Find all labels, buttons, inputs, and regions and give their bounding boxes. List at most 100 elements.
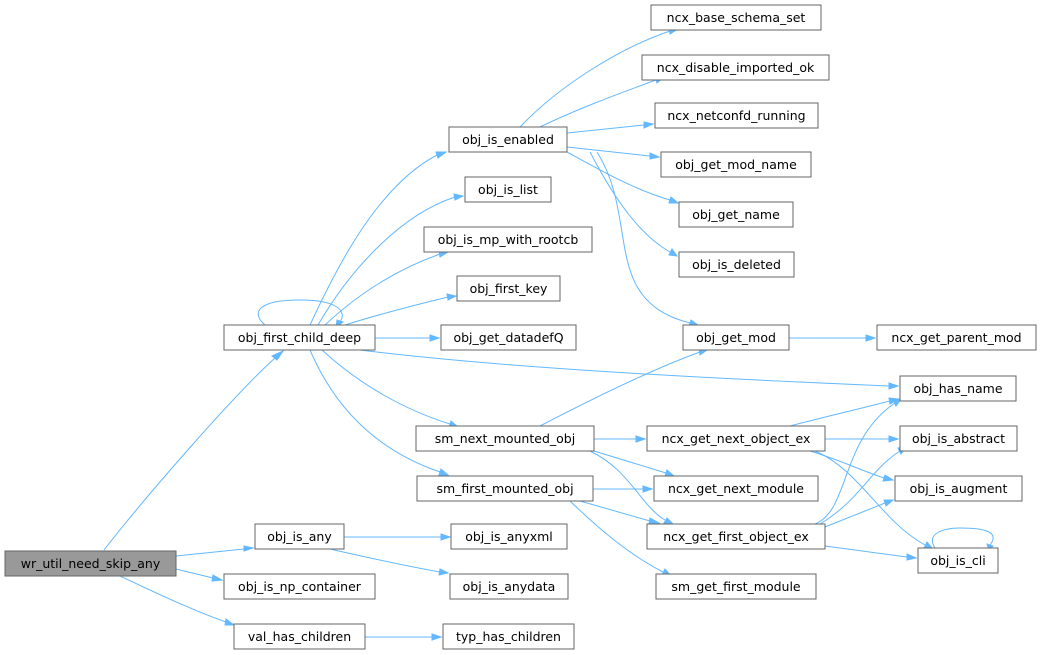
edge-obj-is-enabled-to-ncx-netconfd-running bbox=[566, 121, 655, 134]
edge-obj-first-child-deep-to-obj-is-list bbox=[317, 193, 465, 326]
node-box bbox=[646, 523, 826, 550]
node-ncx-get-next-object-ex[interactable]: ncx_get_next_object_ex bbox=[646, 425, 826, 452]
arrowhead bbox=[923, 541, 934, 549]
node-ncx-get-first-object-ex[interactable]: ncx_get_first_object_ex bbox=[646, 523, 826, 550]
node-ncx-base-schema-set[interactable]: ncx_base_schema_set bbox=[650, 4, 822, 31]
arrowhead bbox=[438, 468, 450, 476]
node-label: ncx_disable_imported_ok bbox=[657, 60, 815, 75]
arrowhead bbox=[224, 618, 236, 626]
node-ncx-netconfd-running[interactable]: ncx_netconfd_running bbox=[654, 102, 819, 129]
edge-sm-next-mounted-obj-to-ncx-get-next-module bbox=[593, 450, 676, 477]
node-obj-is-anydata[interactable]: obj_is_anydata bbox=[449, 573, 569, 600]
node-sm-get-first-module[interactable]: sm_get_first_module bbox=[655, 573, 817, 600]
edge-obj-is-enabled-to-obj-get-name bbox=[566, 151, 680, 204]
node-label: obj_first_child_deep bbox=[238, 330, 361, 345]
arrowhead bbox=[635, 435, 647, 443]
node-box bbox=[4, 550, 177, 577]
edge-wr-util-need-skip-any-to-obj-is-np-container bbox=[175, 568, 224, 582]
edge-ncx-get-next-object-ex-to-obj-is-augment bbox=[809, 450, 895, 482]
edge-wr-util-need-skip-any-to-val-has-children bbox=[119, 575, 236, 626]
edge-obj-first-child-deep-to-obj-get-datadefQ bbox=[375, 334, 441, 342]
arrowhead bbox=[892, 398, 903, 407]
node-obj-get-name[interactable]: obj_get_name bbox=[678, 201, 794, 228]
node-obj-get-mod[interactable]: obj_get_mod bbox=[682, 324, 790, 351]
arrowhead bbox=[649, 152, 661, 160]
node-typ-has-children[interactable]: typ_has_children bbox=[442, 623, 575, 650]
edge-obj-first-child-deep-to-obj-first-child-deep bbox=[257, 299, 345, 329]
node-obj-first-key[interactable]: obj_first_key bbox=[456, 275, 561, 302]
node-box bbox=[416, 475, 594, 502]
node-obj-is-deleted[interactable]: obj_is_deleted bbox=[678, 251, 795, 278]
node-box bbox=[423, 226, 593, 253]
node-box bbox=[450, 523, 568, 550]
arrowhead bbox=[664, 469, 676, 477]
node-obj-get-mod-name[interactable]: obj_get_mod_name bbox=[660, 151, 812, 178]
node-box bbox=[899, 375, 1017, 402]
node-label: ncx_get_first_object_ex bbox=[663, 529, 809, 544]
edge-ncx-get-next-object-ex-to-obj-has-name bbox=[789, 397, 900, 427]
arrowhead bbox=[446, 293, 458, 301]
node-label: obj_get_datadefQ bbox=[453, 330, 563, 345]
node-box bbox=[678, 201, 794, 228]
node-wr-util-need-skip-any[interactable]: wr_util_need_skip_any bbox=[4, 550, 177, 577]
node-obj-is-mp-with-rootcb[interactable]: obj_is_mp_with_rootcb bbox=[423, 226, 593, 253]
node-obj-is-enabled[interactable]: obj_is_enabled bbox=[448, 126, 568, 153]
node-sm-first-mounted-obj[interactable]: sm_first_mounted_obj bbox=[416, 475, 594, 502]
node-ncx-get-parent-mod[interactable]: ncx_get_parent_mod bbox=[876, 324, 1037, 351]
node-obj-is-augment[interactable]: obj_is_augment bbox=[894, 475, 1023, 502]
node-obj-is-np-container[interactable]: obj_is_np_container bbox=[223, 573, 376, 600]
edge-sm-next-mounted-obj-to-obj-get-mod bbox=[539, 348, 709, 427]
node-obj-has-name[interactable]: obj_has_name bbox=[899, 375, 1017, 402]
node-label: obj_get_mod_name bbox=[675, 157, 797, 172]
node-ncx-disable-imported-ok[interactable]: ncx_disable_imported_ok bbox=[641, 54, 830, 81]
node-label: obj_is_mp_with_rootcb bbox=[438, 232, 579, 247]
node-label: obj_is_list bbox=[478, 182, 538, 197]
arrowhead bbox=[642, 485, 654, 493]
nodes-layer: wr_util_need_skip_any obj_first_child_dee… bbox=[4, 4, 1037, 650]
node-box bbox=[650, 4, 822, 31]
arrowhead bbox=[271, 349, 285, 361]
arrowhead bbox=[888, 435, 900, 443]
arrowhead bbox=[431, 633, 443, 641]
node-label: wr_util_need_skip_any bbox=[21, 556, 161, 571]
node-val-has-children[interactable]: val_has_children bbox=[233, 623, 366, 650]
edge-obj-first-child-deep-to-obj-first-key bbox=[344, 293, 458, 326]
edge-obj-is-enabled-to-obj-get-mod-name bbox=[566, 146, 661, 160]
node-obj-is-anyxml[interactable]: obj_is_anyxml bbox=[450, 523, 568, 550]
node-label: obj_is_anydata bbox=[463, 579, 556, 594]
node-box bbox=[464, 176, 552, 203]
node-ncx-get-next-module[interactable]: ncx_get_next_module bbox=[653, 475, 819, 502]
node-box bbox=[223, 324, 376, 351]
node-label: ncx_get_next_module bbox=[668, 481, 804, 496]
arrowhead bbox=[668, 196, 680, 204]
edge-wr-util-need-skip-any-to-obj-first-child-deep bbox=[103, 349, 285, 551]
node-obj-get-datadefQ[interactable]: obj_get_datadefQ bbox=[440, 324, 577, 351]
node-box bbox=[682, 324, 790, 351]
node-box bbox=[415, 425, 595, 452]
node-label: ncx_base_schema_set bbox=[667, 10, 806, 25]
node-obj-is-cli[interactable]: obj_is_cli bbox=[917, 547, 999, 574]
node-label: obj_is_anyxml bbox=[465, 529, 553, 544]
node-box bbox=[449, 573, 569, 600]
node-label: sm_first_mounted_obj bbox=[436, 481, 573, 496]
edge-obj-is-any-to-obj-is-anyxml bbox=[344, 533, 452, 541]
edge-ncx-get-first-object-ex-to-obj-is-augment bbox=[824, 499, 895, 528]
node-label: obj_is_any bbox=[267, 529, 332, 544]
node-box bbox=[876, 324, 1037, 351]
node-sm-next-mounted-obj[interactable]: sm_next_mounted_obj bbox=[415, 425, 595, 452]
node-box bbox=[440, 324, 577, 351]
node-obj-is-abstract[interactable]: obj_is_abstract bbox=[899, 425, 1018, 452]
node-obj-is-list[interactable]: obj_is_list bbox=[464, 176, 552, 203]
node-label: obj_is_augment bbox=[910, 481, 1008, 496]
node-obj-is-any[interactable]: obj_is_any bbox=[254, 523, 345, 550]
node-box bbox=[653, 475, 819, 502]
arrowhead bbox=[663, 517, 675, 525]
node-box bbox=[655, 573, 817, 600]
node-obj-first-child-deep[interactable]: obj_first_child_deep bbox=[223, 324, 376, 351]
node-label: obj_first_key bbox=[470, 281, 548, 296]
node-label: obj_is_np_container bbox=[238, 579, 362, 594]
edge-obj-first-child-deep-to-obj-is-mp-with-rootcb bbox=[324, 250, 450, 326]
node-label: sm_next_mounted_obj bbox=[435, 431, 575, 446]
node-box bbox=[641, 54, 830, 81]
